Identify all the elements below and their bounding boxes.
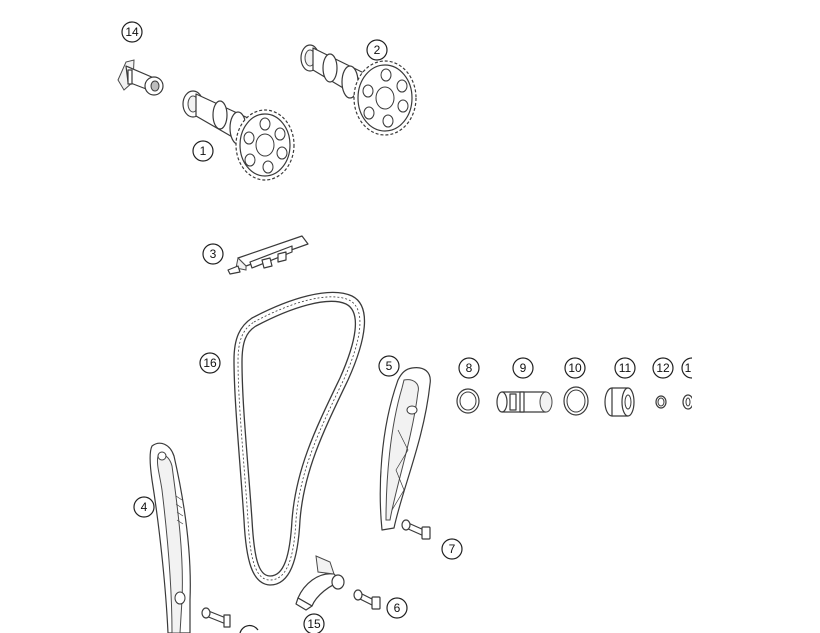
callout-4-label: 4	[141, 500, 148, 514]
part-11-screw-plug	[604, 387, 635, 417]
callout-7: 7	[441, 538, 463, 560]
part-3-guide-rail	[227, 235, 309, 275]
callout-13-cropped: 1	[681, 357, 692, 379]
callout-13-label: 1	[685, 361, 692, 375]
callout-15: 15	[303, 613, 325, 633]
part-1-gear	[235, 109, 295, 181]
callout-4: 4	[133, 496, 155, 518]
bolt-bottom-left	[201, 607, 231, 628]
callout-10-label: 10	[568, 361, 582, 375]
callout-5-label: 5	[386, 359, 393, 373]
part-14-sensor	[117, 59, 164, 96]
callout-3-label: 3	[210, 247, 217, 261]
part-2-camshaft	[300, 44, 417, 136]
callout-14-label: 14	[125, 25, 139, 39]
callout-8: 8	[458, 357, 480, 379]
callout-11: 11	[614, 357, 636, 379]
callout-5: 5	[378, 355, 400, 377]
callout-8-label: 8	[466, 361, 473, 375]
part-12-o-ring	[655, 395, 667, 409]
part-1-camshaft	[182, 90, 295, 181]
callout-12: 12	[652, 357, 674, 379]
callout-cropped-bottom	[239, 624, 259, 633]
part-9-tensioner-plunger	[496, 391, 553, 413]
part-5-tensioner-rail	[379, 367, 431, 531]
callout-6-label: 6	[394, 601, 401, 615]
callout-14: 14	[121, 21, 143, 43]
callout-2-label: 2	[374, 43, 381, 57]
callout-16-label: 16	[203, 356, 217, 370]
part-8-seal-ring	[456, 388, 480, 414]
part-15-chain-slide	[295, 555, 345, 611]
callout-1: 1	[192, 140, 214, 162]
callout-15-label: 15	[307, 617, 321, 631]
callout-2: 2	[366, 39, 388, 61]
part-10-seal-ring	[563, 386, 589, 416]
callout-12-label: 12	[656, 361, 670, 375]
callout-9-label: 9	[520, 361, 527, 375]
callout-9: 9	[512, 357, 534, 379]
part-13-washer	[682, 394, 692, 410]
part-6-bolt	[353, 589, 381, 610]
part-2-gear	[353, 60, 417, 136]
callout-11-label: 11	[619, 361, 632, 375]
callout-3: 3	[202, 243, 224, 265]
callout-16: 16	[199, 352, 221, 374]
callout-10: 10	[564, 357, 586, 379]
part-4-guide-rail	[149, 442, 191, 633]
part-16-timing-chain	[233, 291, 366, 586]
callout-7-label: 7	[449, 542, 456, 556]
callout-1-label: 1	[200, 144, 207, 158]
part-7-bolt	[401, 519, 431, 540]
callout-6: 6	[386, 597, 408, 619]
